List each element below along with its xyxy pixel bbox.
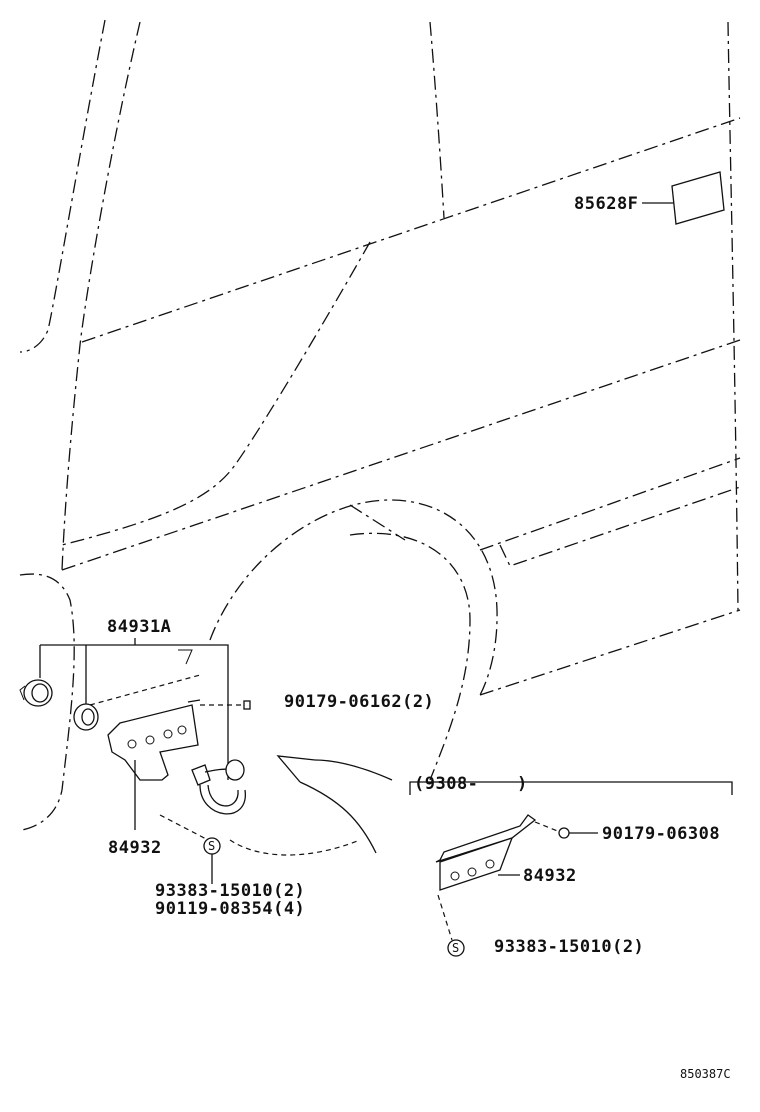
- label-range-start: (9308-: [414, 774, 478, 794]
- bracket-84932-left: [107, 699, 201, 830]
- label-93383-left: 93383-15010(2): [155, 881, 305, 901]
- label-93383-right: 93383-15010(2): [494, 937, 644, 957]
- s-marker-right: S: [447, 939, 465, 957]
- left-assembly: [19, 638, 393, 856]
- vehicle-body-outline: [19, 19, 741, 831]
- label-90179-06162: 90179-06162(2): [284, 692, 434, 712]
- label-84932-right: 84932: [523, 866, 577, 886]
- grommet-icon: [19, 679, 53, 707]
- label-84932-left: 84932: [108, 838, 162, 858]
- label-84931A: 84931A: [107, 617, 171, 637]
- s-marker-right-text: S: [452, 941, 459, 955]
- label-90119: 90119-08354(4): [155, 899, 305, 919]
- s-marker-left: S: [203, 837, 221, 884]
- direction-arrow-icon: [276, 755, 393, 854]
- right-detail: [409, 781, 733, 941]
- grommet-small-icon: [73, 703, 99, 731]
- label-90179-06308: 90179-06308: [602, 824, 720, 844]
- part-85628F-plate: [642, 171, 725, 225]
- drawing-number: 850387C: [680, 1067, 731, 1081]
- s-marker-left-text: S: [208, 839, 215, 853]
- label-85628F: 85628F: [574, 194, 638, 214]
- wire-harness-icon: [191, 759, 246, 815]
- label-range-end: ): [517, 774, 528, 794]
